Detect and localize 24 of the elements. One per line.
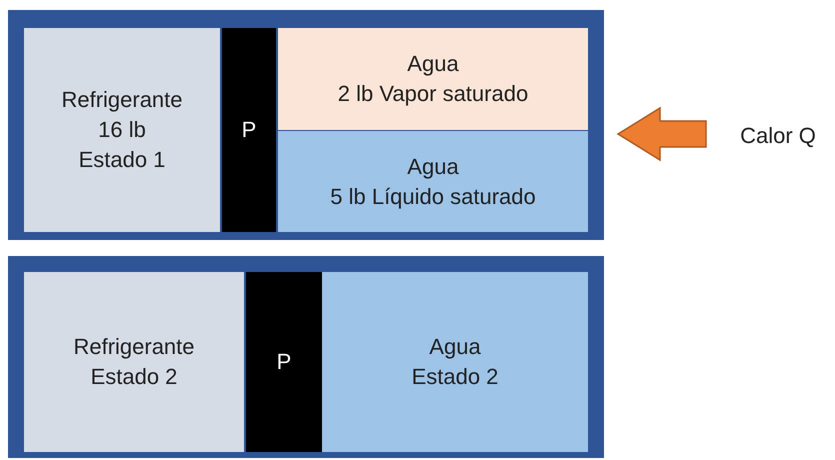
region-label: Estado 2: [412, 363, 498, 391]
region-label: Agua: [429, 333, 481, 361]
region-label: Refrigerante: [61, 86, 183, 114]
vapor-region: [278, 28, 588, 130]
refrigerant-chamber: [24, 272, 244, 452]
cylinder-container: [8, 256, 604, 458]
cylinder-container: [8, 10, 604, 240]
region-label: 2 lb Vapor saturado: [338, 80, 528, 108]
heat-label: Calor Q: [740, 122, 816, 150]
region-label: P: [242, 116, 256, 144]
refrigerant-chamber: [24, 28, 220, 232]
block-arrow: [616, 106, 707, 162]
region-label: Agua: [407, 50, 459, 78]
water-chamber: [322, 272, 588, 452]
region-label: P: [276, 348, 292, 376]
region-label: Refrigerante: [73, 333, 195, 361]
liquid-region: [278, 131, 588, 232]
piston: [246, 272, 322, 452]
region-label: 5 lb Líquido saturado: [330, 182, 536, 211]
region-label: 16 lb: [98, 116, 146, 144]
region-label: Estado 2: [90, 363, 178, 391]
region-label: Estado 1: [78, 146, 166, 174]
region-label: Agua: [407, 152, 459, 181]
piston: [222, 28, 276, 232]
